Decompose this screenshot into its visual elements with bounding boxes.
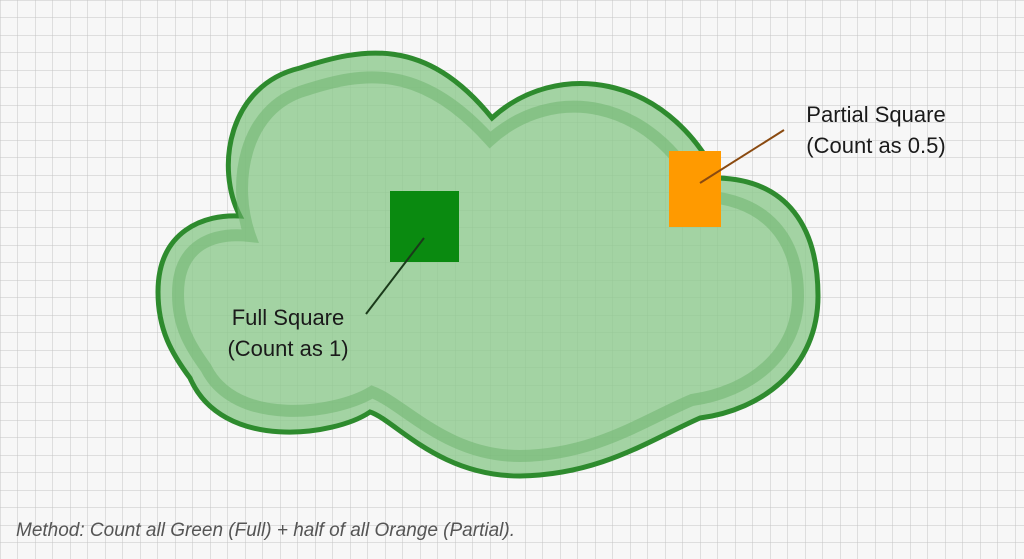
partial-square-leader-line bbox=[699, 129, 785, 184]
cloud-shape bbox=[155, 50, 821, 479]
full-square-label-line1: Full Square bbox=[232, 305, 345, 330]
full-square-label-line2: (Count as 1) bbox=[227, 336, 348, 361]
cloud-inner-edge bbox=[171, 71, 805, 463]
full-square-leader-line bbox=[365, 237, 425, 315]
partial-square bbox=[669, 151, 721, 227]
full-square bbox=[390, 191, 459, 262]
partial-square-label-line2: (Count as 0.5) bbox=[806, 133, 945, 158]
partial-square-label-line1: Partial Square bbox=[806, 102, 945, 127]
method-caption: Method: Count all Green (Full) + half of… bbox=[16, 520, 515, 541]
